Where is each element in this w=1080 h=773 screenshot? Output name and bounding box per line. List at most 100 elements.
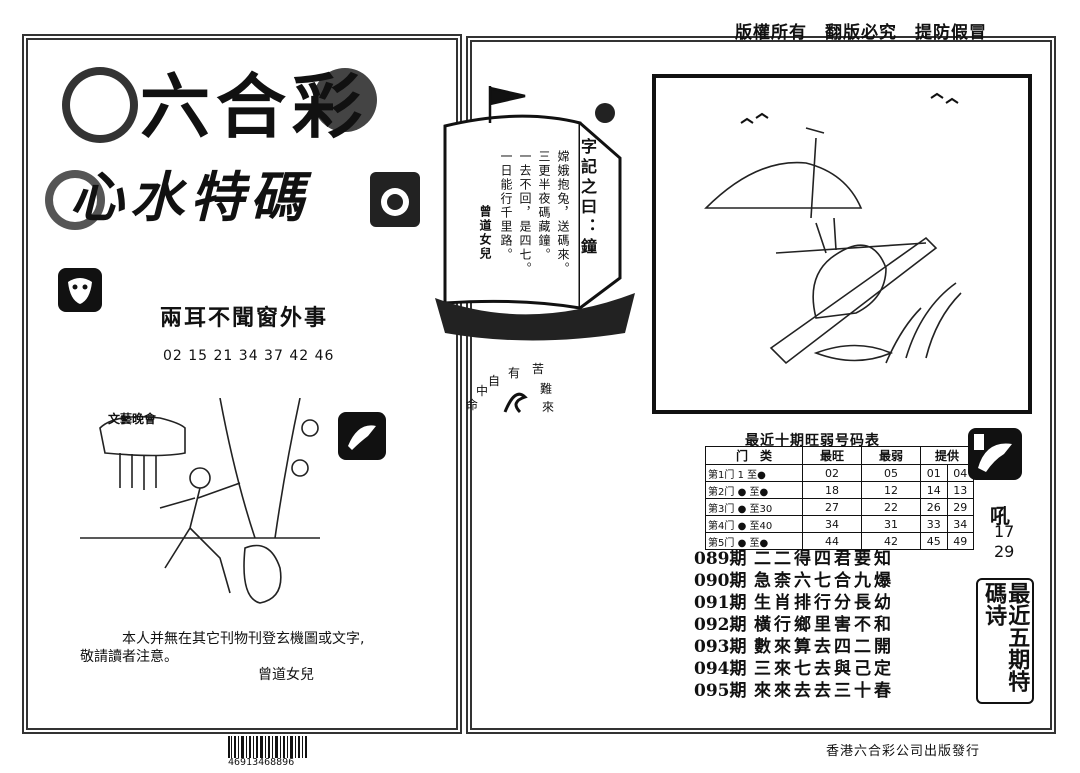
rabbit-illustration xyxy=(704,92,962,365)
hot-weak-table: 门 类 最旺 最弱 提供 第1门 1 至● 02 05 01 04 第2门 ● … xyxy=(705,446,974,550)
sail-col-1: 嫦娥抱兔，送碼來。 xyxy=(556,150,570,276)
side-label: 吼 xyxy=(990,504,1010,528)
cell-provide-2: 34 xyxy=(946,515,974,533)
notice-line-1: 本人并無在其它刊物刊登玄機圖或文字, xyxy=(122,631,365,647)
poem-line: 092期橫行鄉里害不和 xyxy=(694,614,894,636)
poem-period: 095期 xyxy=(694,681,747,701)
cell-provide-2: 49 xyxy=(946,532,974,550)
cell-provide-2: 13 xyxy=(946,481,974,499)
table-row: 第5门 ● 至● 44 42 45 49 xyxy=(705,532,974,550)
side-vertical-title: 最近五期特碼诗 xyxy=(976,578,1035,704)
poem-text: 數來算去四二開 xyxy=(754,637,894,657)
poem-text: 二二得四君要知 xyxy=(754,549,894,569)
logo-icon xyxy=(370,172,420,227)
barcode-number: 46913468896 xyxy=(228,757,295,768)
cell-weak: 12 xyxy=(861,481,921,499)
row-range-b: 至● xyxy=(749,486,769,498)
header-category: 门 类 xyxy=(705,446,803,465)
poem-text: 三來七去與己定 xyxy=(754,659,894,679)
publisher: 香港六合彩公司出版發行 xyxy=(826,744,981,759)
header-weak: 最弱 xyxy=(861,446,921,465)
stamp-right-bottom: 來 xyxy=(542,400,555,414)
table-header-row: 门 类 最旺 最弱 提供 xyxy=(705,446,974,465)
cell-weak: 31 xyxy=(861,515,921,533)
cell-weak: 05 xyxy=(861,464,921,482)
hand-writing-icon-right xyxy=(968,428,1022,480)
row-range-b: 至30 xyxy=(749,503,773,515)
poem-line: 094期三來七去與己定 xyxy=(694,658,894,680)
cell-hot: 34 xyxy=(802,515,862,533)
poem-period: 092期 xyxy=(694,615,747,635)
header-provide: 提供 xyxy=(920,446,974,465)
copyright-notice: 版權所有 翻版必究 提防假冒 xyxy=(735,23,987,43)
cell-weak: 22 xyxy=(861,498,921,516)
cell-hot: 27 xyxy=(802,498,862,516)
stamp-left-top: 有 xyxy=(508,366,521,380)
outer-border-left xyxy=(22,34,462,734)
cell-hot: 44 xyxy=(802,532,862,550)
poem-period: 090期 xyxy=(694,571,747,591)
title-decoration xyxy=(45,67,377,230)
table-title: 最近十期旺弱号码表 xyxy=(745,433,880,449)
title-blobs xyxy=(45,60,445,250)
signature: 曾道女兒 xyxy=(258,667,314,683)
row-label: 第4门 xyxy=(708,520,735,532)
cell-provide-1: 45 xyxy=(920,532,948,550)
cell-hot: 02 xyxy=(802,464,862,482)
rabbit-illustration-frame xyxy=(652,74,1032,414)
table-row: 第2门 ● 至● 18 12 14 13 xyxy=(705,481,974,499)
stamp-left-bottom: 中 xyxy=(476,384,489,398)
cell-provide-1: 01 xyxy=(920,464,948,482)
row-label: 第1门 xyxy=(708,469,735,481)
poem-period: 089期 xyxy=(694,549,747,569)
side-number-1: 17 xyxy=(994,522,1015,541)
row-range-a: ● xyxy=(737,503,747,515)
row-range-a: ● xyxy=(737,486,747,498)
row-label: 第2门 xyxy=(708,486,735,498)
poem-text: 急柰六七合九爆 xyxy=(754,571,894,591)
sail-heading: 字記之曰：鐘 xyxy=(578,138,597,258)
side-number-2: 29 xyxy=(994,542,1015,561)
row-label: 第3门 xyxy=(708,503,735,515)
barcode-bars xyxy=(228,736,307,758)
poem-line: 095期來來去去三十春 xyxy=(694,680,894,702)
cell-provide-2: 29 xyxy=(946,498,974,516)
stamp-bottom: 命 xyxy=(466,398,479,412)
outer-border-right xyxy=(466,36,1056,734)
notice-line-2: 敬請讀者注意。 xyxy=(80,649,178,665)
hot-weak-table-wrap: 门 类 最旺 最弱 提供 第1门 1 至● 02 05 01 04 第2门 ● … xyxy=(705,446,974,550)
sail-author: 曾道女兒 xyxy=(478,205,492,261)
row-range-a: ● xyxy=(737,537,747,549)
cell-provide-1: 26 xyxy=(920,498,948,516)
table-row: 第3门 ● 至30 27 22 26 29 xyxy=(705,498,974,516)
sail-col-3: 一去不回，是四七。 xyxy=(518,150,532,276)
poem-text: 來來去去三十春 xyxy=(754,681,894,701)
stamp-top: 苦 xyxy=(532,362,545,376)
row-range-a: ● xyxy=(737,520,747,532)
dragon-seal-icon xyxy=(503,392,528,414)
stamp-right: 難 xyxy=(540,382,553,396)
stamp-left: 自 xyxy=(488,374,501,388)
lantern-label: 文藝晚會 xyxy=(108,412,157,426)
lucky-numbers: 02 15 21 34 37 42 46 xyxy=(163,348,335,364)
table-row: 第1门 1 至● 02 05 01 04 xyxy=(705,464,974,482)
cell-hot: 18 xyxy=(802,481,862,499)
header-hot: 最旺 xyxy=(802,446,862,465)
theater-mask-icon xyxy=(58,268,102,312)
row-range-b: 至40 xyxy=(749,520,773,532)
barcode xyxy=(228,736,308,758)
sail-col-4: 一日能行千里路。 xyxy=(499,150,513,262)
poem-text: 橫行鄉里害不和 xyxy=(754,615,894,635)
poem-period: 091期 xyxy=(694,593,747,613)
sail-col-2: 三更半夜碼藏鐘。 xyxy=(537,150,551,262)
row-range-a: 1 xyxy=(737,469,744,481)
sub-title: 心水特碼 xyxy=(70,165,310,229)
cell-weak: 42 xyxy=(861,532,921,550)
cell-provide-1: 14 xyxy=(920,481,948,499)
fortune-stamp: 苦 有 自 中 難 來 命 xyxy=(460,360,570,420)
table-row: 第4门 ● 至40 34 31 33 34 xyxy=(705,515,974,533)
poem-line: 093期數來算去四二開 xyxy=(694,636,894,658)
hand-writing-icon-left xyxy=(338,412,386,460)
row-range-b: 至● xyxy=(749,537,769,549)
poem-text: 生肖排行分長幼 xyxy=(754,593,894,613)
